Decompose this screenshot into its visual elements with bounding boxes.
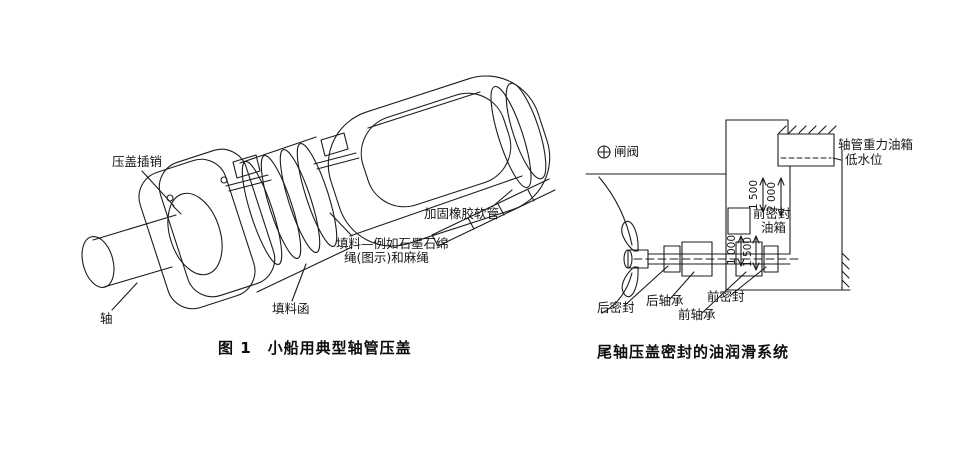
gravity-oil-tank (777, 125, 842, 167)
dim-1500-bottom: 1 500 (742, 236, 754, 268)
rubber-hose-drawing (431, 178, 556, 247)
label-fwd-seal-tank-line1: 前密封 (753, 206, 791, 221)
label-low-water-level: 低水位 (845, 152, 883, 167)
label-fwd-seal-tank: 前密封 油箱 (753, 206, 791, 236)
label-packing: 填料—例如石墨石绵 绳(图示)和麻绳 (336, 236, 449, 266)
dim-1000: 1 000 (726, 234, 738, 266)
aft-seal-box (663, 245, 681, 273)
label-gate-valve: 闸阀 (614, 144, 640, 159)
gland-assembly (81, 75, 556, 311)
gland-housing (327, 75, 551, 247)
figure1-caption: 图 1 小船用典型轴管压盖 (218, 339, 412, 357)
label-packing-line1: 填料—例如石墨石绵 (336, 236, 449, 251)
figure1-leader-lines (111, 170, 513, 311)
label-aft-seal: 后密封 (597, 300, 635, 315)
label-packing-line2: 绳(图示)和麻绳 (344, 250, 429, 266)
fwd-seal-oil-tank (727, 207, 751, 235)
fwd-bearing-box (735, 241, 763, 277)
label-gland-pin: 压盖插销 (112, 154, 163, 169)
label-fwd-seal: 前密封 (707, 289, 745, 304)
label-stuffing-box: 填料函 (272, 301, 310, 316)
mounting-brackets (225, 132, 360, 192)
fwd-seal-box (763, 245, 779, 273)
hull-contour (598, 176, 633, 314)
label-gravity-tank: 轴管重力油箱 (838, 137, 914, 152)
aft-bearing-box (681, 241, 713, 277)
label-aft-bearing: 后轴承 (646, 293, 684, 308)
figure2-drawing (585, 119, 851, 314)
figure2-caption: 尾轴压盖密封的油润滑系统 (597, 343, 790, 361)
stern-shaft (633, 241, 801, 277)
stuffing-box-body (239, 136, 353, 293)
figure1-drawing (81, 75, 556, 311)
propeller (621, 220, 649, 298)
label-fwd-seal-tank-line2: 油箱 (761, 220, 787, 236)
label-fwd-bearing: 前轴承 (678, 307, 716, 322)
gland-flange (138, 148, 276, 310)
shaft-drawing (81, 214, 177, 288)
label-rubber-hose: 加固橡胶软管 (424, 206, 500, 221)
lubrication-system (585, 119, 851, 314)
tank-structure (585, 149, 851, 291)
figure2-leader-lines (623, 265, 767, 314)
gate-valve-icon (597, 145, 611, 159)
label-shaft: 轴 (100, 311, 113, 326)
